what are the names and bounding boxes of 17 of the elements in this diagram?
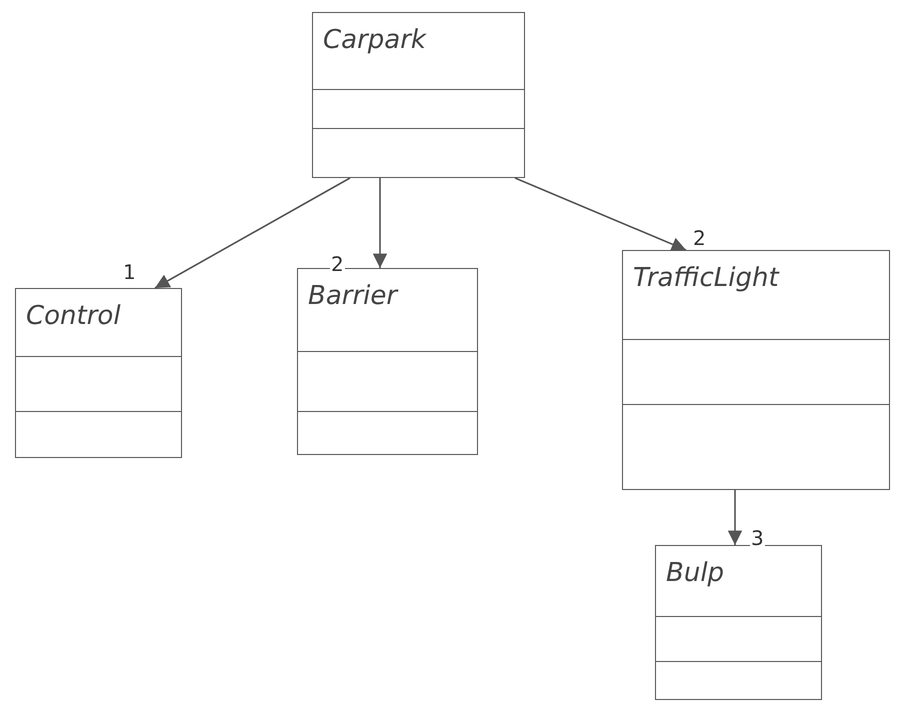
multiplicity-label: 2 xyxy=(692,228,707,248)
association-arrow xyxy=(728,490,742,545)
class-box xyxy=(655,545,822,700)
multiplicity-label: 1 xyxy=(122,262,137,282)
class-box xyxy=(15,288,182,458)
association-arrow xyxy=(154,177,350,289)
multiplicity-label: 3 xyxy=(750,528,765,548)
class-name: Bulp xyxy=(666,558,724,588)
association-arrow xyxy=(514,177,686,252)
class-box xyxy=(312,12,525,178)
class-name: TrafficLight xyxy=(633,263,779,293)
association-arrow xyxy=(372,178,388,268)
class-name: Barrier xyxy=(308,281,398,311)
class-name: Carpark xyxy=(323,25,426,55)
class-box xyxy=(622,250,890,490)
multiplicity-label: 2 xyxy=(330,254,345,274)
class-name: Control xyxy=(26,301,121,331)
